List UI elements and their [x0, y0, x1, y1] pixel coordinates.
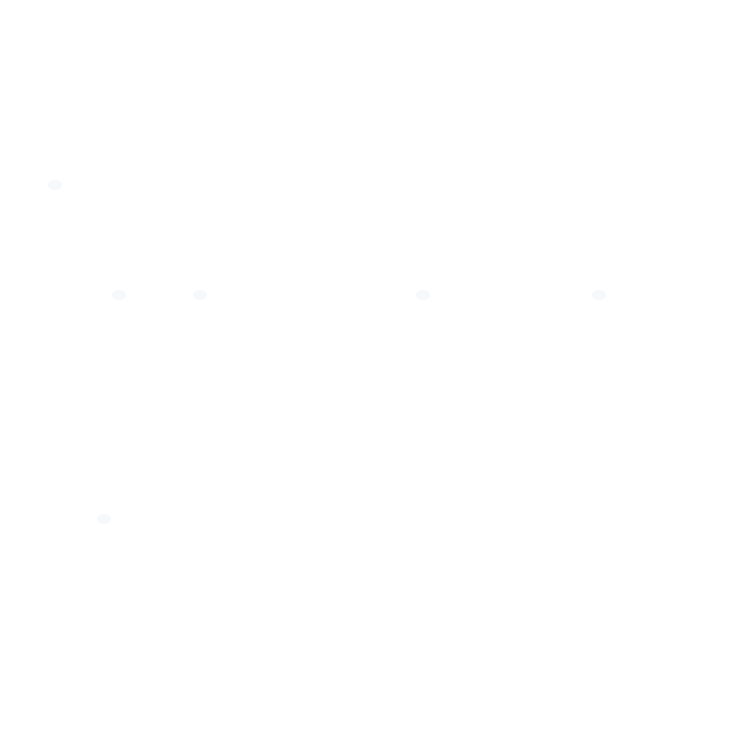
faint-mark [416, 290, 430, 300]
faint-mark [193, 290, 207, 300]
faint-mark [48, 180, 62, 190]
faint-mark [112, 290, 126, 300]
faint-mark [97, 514, 111, 524]
faint-mark [592, 290, 606, 300]
